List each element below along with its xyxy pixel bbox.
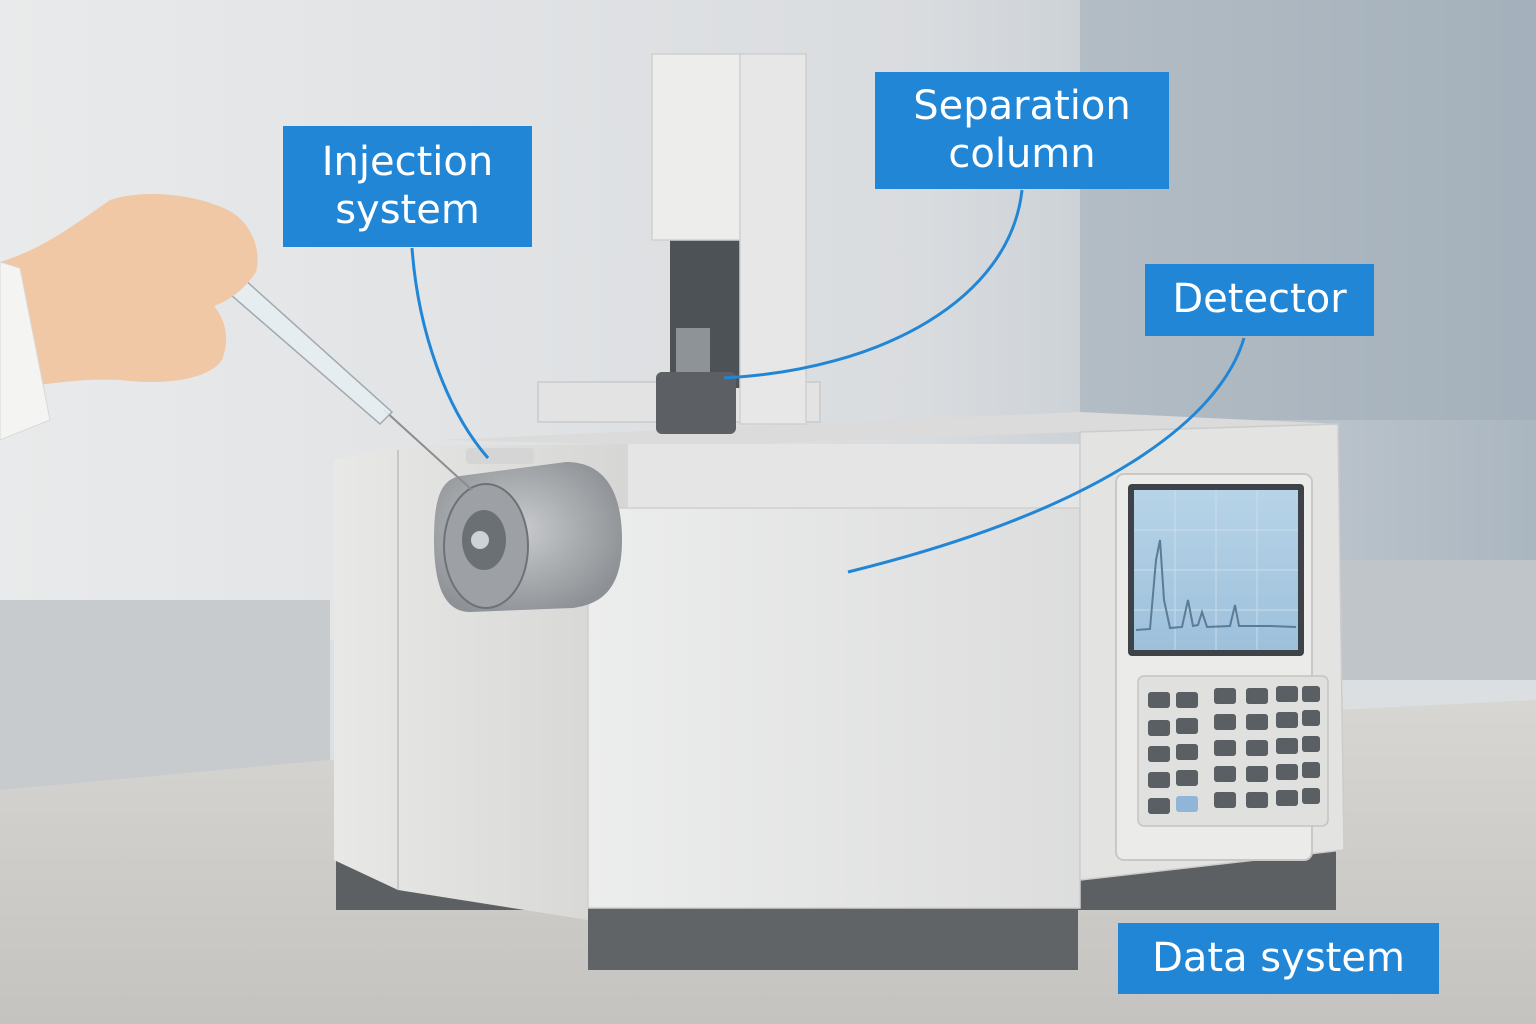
lab-coat-sleeve [0, 261, 51, 441]
callout-column-line1: Separation [913, 83, 1131, 130]
injector-slot [466, 448, 534, 464]
leader-line-injection [410, 247, 490, 459]
callout-injection-system: Injection system [283, 126, 532, 247]
oven-door [587, 507, 1081, 909]
injector-nut [471, 531, 489, 549]
column-fitting [676, 328, 710, 372]
syringe-needle [383, 409, 473, 491]
callout-injection-line2: system [335, 186, 480, 233]
leader-line-detector [847, 337, 1246, 574]
instrument-top-ledge [628, 444, 1080, 508]
background-window [1080, 0, 1536, 420]
callout-column-line2: column [948, 130, 1096, 177]
operator-hand [0, 194, 258, 390]
instrument-top [440, 412, 1340, 446]
column-collar [656, 372, 736, 434]
background-counter [1340, 560, 1536, 680]
callout-injection-line1: Injection [321, 139, 494, 186]
callout-detector: Detector [1145, 264, 1374, 336]
callout-data-system-text: Data system [1152, 934, 1405, 981]
display-grid [1134, 490, 1298, 650]
instrument-base-front [588, 905, 1078, 970]
callout-separation-column: Separation column [875, 72, 1169, 189]
leader-lines [410, 189, 1246, 574]
chromatogram-trace [1135, 539, 1297, 631]
column-tower-side [739, 53, 807, 425]
callout-data-system: Data system [1118, 923, 1439, 994]
callout-detector-text: Detector [1172, 276, 1347, 323]
leader-line-column [723, 189, 1024, 380]
keypad-keys [1148, 686, 1320, 814]
